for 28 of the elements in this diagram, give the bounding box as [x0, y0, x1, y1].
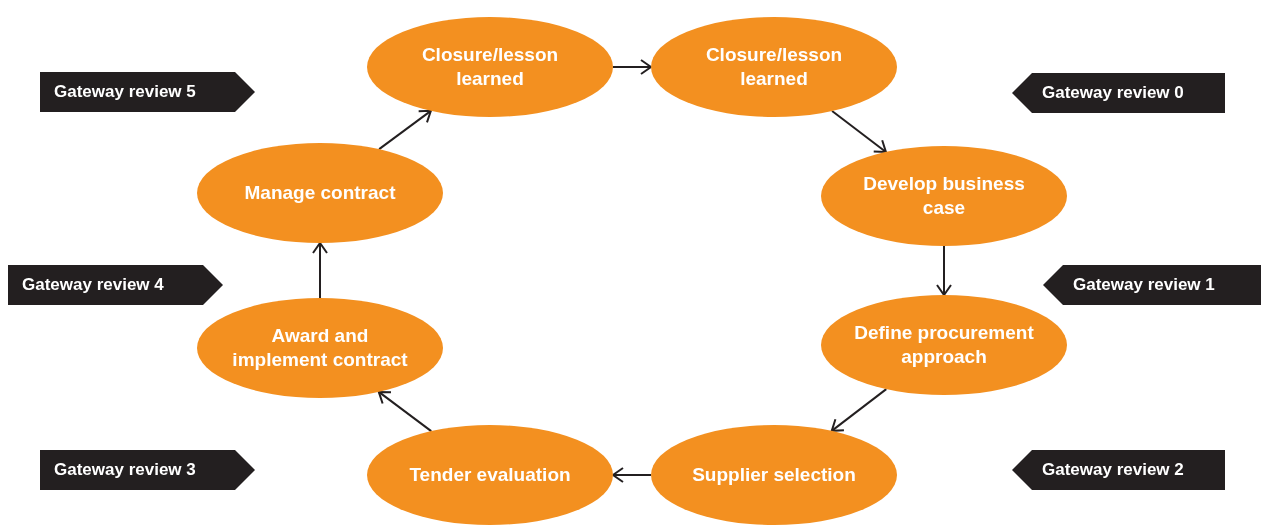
step-label: Closure/lesson learned: [704, 43, 844, 91]
gateway-label: Gateway review 4: [22, 275, 164, 295]
gateway-label: Gateway review 1: [1073, 275, 1215, 295]
step-label: Supplier selection: [692, 463, 856, 487]
arrow: [830, 388, 888, 432]
gateway-label: Gateway review 0: [1042, 83, 1184, 103]
gateway-tag: [8, 265, 223, 305]
arrow: [377, 390, 433, 433]
gateway-tag: [1043, 265, 1261, 305]
step-label: Develop business case: [862, 172, 1026, 220]
step-label: Manage contract: [244, 181, 396, 205]
arrow: [831, 110, 887, 153]
gateway-tag: [1012, 450, 1225, 490]
gateway-label: Gateway review 5: [54, 82, 196, 102]
gateway-label: Gateway review 2: [1042, 460, 1184, 480]
step-label: Award and implement contract: [231, 324, 409, 372]
gateway-tag: [40, 450, 255, 490]
step-label: Define procurement approach: [853, 321, 1035, 369]
gateway-label: Gateway review 3: [54, 460, 196, 480]
gateway-tag: [40, 72, 255, 112]
arrow: [612, 59, 652, 75]
arrow: [936, 245, 952, 296]
arrow: [612, 467, 652, 483]
arrow: [378, 109, 432, 151]
step-label: Tender evaluation: [409, 463, 571, 487]
gateway-tag: [1012, 73, 1225, 113]
arrow: [312, 242, 328, 299]
step-label: Closure/lesson learned: [420, 43, 560, 91]
